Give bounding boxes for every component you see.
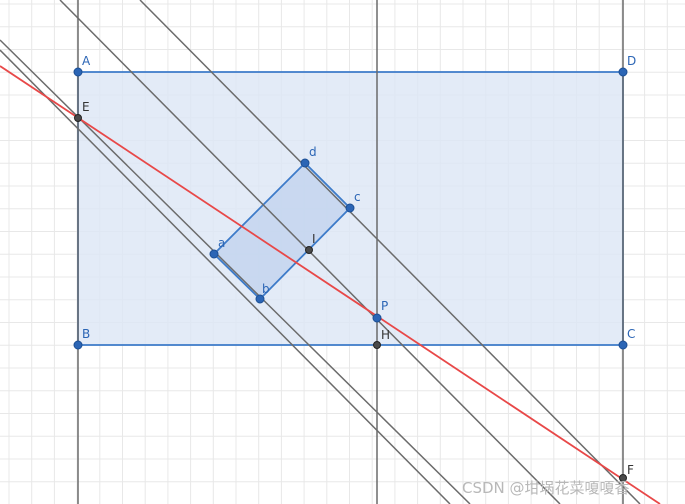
diagonal-line-through-d-c[interactable] xyxy=(139,0,641,504)
label-d-lower: d xyxy=(309,145,317,159)
point-e[interactable] xyxy=(74,114,82,122)
point-d-lower[interactable] xyxy=(300,158,310,168)
label-i: I xyxy=(312,232,316,246)
label-b-upper: B xyxy=(82,327,90,341)
point-c-upper[interactable] xyxy=(618,340,628,350)
label-h: H xyxy=(381,328,390,342)
point-h[interactable] xyxy=(373,341,381,349)
point-f[interactable] xyxy=(619,474,627,482)
point-b-upper[interactable] xyxy=(73,340,83,350)
watermark-text: CSDN @坩埚花菜嗄嗄香 xyxy=(462,479,630,497)
diagonal-line-through-e[interactable] xyxy=(0,49,451,504)
label-b-lower: b xyxy=(262,282,270,296)
label-e: E xyxy=(82,100,90,114)
label-a-lower: a xyxy=(218,236,225,250)
point-p[interactable] xyxy=(372,313,382,323)
label-p: P xyxy=(381,299,388,313)
label-c-upper: C xyxy=(627,327,635,341)
point-i[interactable] xyxy=(305,246,313,254)
point-a-upper[interactable] xyxy=(73,67,83,77)
label-d-upper: D xyxy=(627,54,636,68)
label-f: F xyxy=(627,463,634,477)
point-a-lower[interactable] xyxy=(209,249,219,259)
label-c-lower: c xyxy=(354,190,361,204)
label-a-upper: A xyxy=(82,54,91,68)
point-d-upper[interactable] xyxy=(618,67,628,77)
red-line-ef[interactable] xyxy=(0,65,661,504)
point-b-lower[interactable] xyxy=(255,294,265,304)
point-c-lower[interactable] xyxy=(345,203,355,213)
